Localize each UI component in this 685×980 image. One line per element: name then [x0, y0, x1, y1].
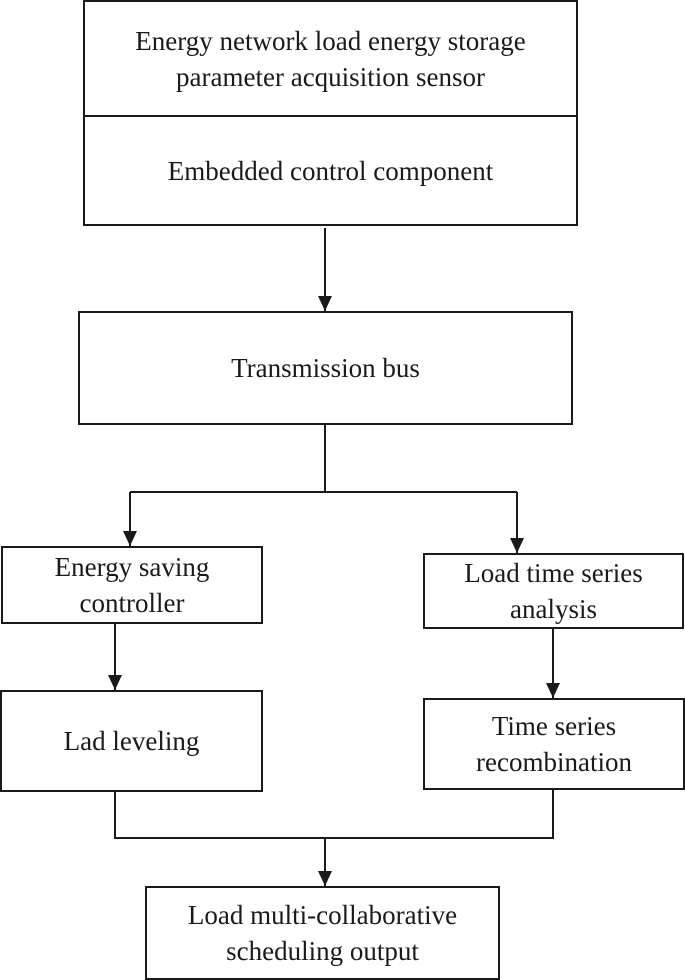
sensor-control-box: Energy network load energy storage param…: [83, 0, 578, 226]
analysis-line2: analysis: [509, 594, 597, 624]
sensor-block: Energy network load energy storage param…: [85, 2, 576, 117]
transmission-bus-label: Transmission bus: [231, 353, 420, 383]
time-series-recombination-box: Time series recombination: [423, 698, 685, 790]
recombination-line1: Time series: [491, 711, 617, 741]
control-block-label: Embedded control component: [167, 155, 494, 186]
load-time-series-analysis-box: Load time series analysis: [423, 553, 684, 629]
controller-line2: controller: [79, 588, 185, 618]
analysis-line1: Load time series: [464, 558, 643, 588]
arrowhead-control-to-bus: [318, 296, 332, 311]
arrowhead-bus-to-analysis: [510, 538, 524, 553]
recombination-line2: recombination: [476, 747, 632, 777]
energy-saving-controller-box: Energy saving controller: [1, 546, 263, 624]
connector-bus-split: [130, 425, 517, 493]
sensor-block-line1: Energy network load energy storage: [135, 25, 526, 56]
sensor-block-line2: parameter acquisition sensor: [176, 61, 485, 92]
arrowhead-analysis-to-recombination: [546, 683, 560, 698]
arrowhead-controller-to-leveling: [108, 675, 122, 690]
control-block: Embedded control component: [85, 115, 576, 226]
arrowhead-merge-to-output: [318, 871, 332, 886]
controller-line1: Energy saving: [54, 552, 210, 582]
lad-leveling-label: Lad leveling: [63, 726, 200, 756]
transmission-bus-box: Transmission bus: [78, 311, 573, 425]
arrowhead-bus-to-controller: [123, 531, 137, 546]
scheduling-output-box: Load multi-collaborative scheduling outp…: [145, 886, 500, 980]
output-line2: scheduling output: [226, 936, 419, 966]
lad-leveling-box: Lad leveling: [0, 690, 263, 792]
connector-merge: [114, 790, 554, 839]
output-line1: Load multi-collaborative: [187, 900, 458, 930]
